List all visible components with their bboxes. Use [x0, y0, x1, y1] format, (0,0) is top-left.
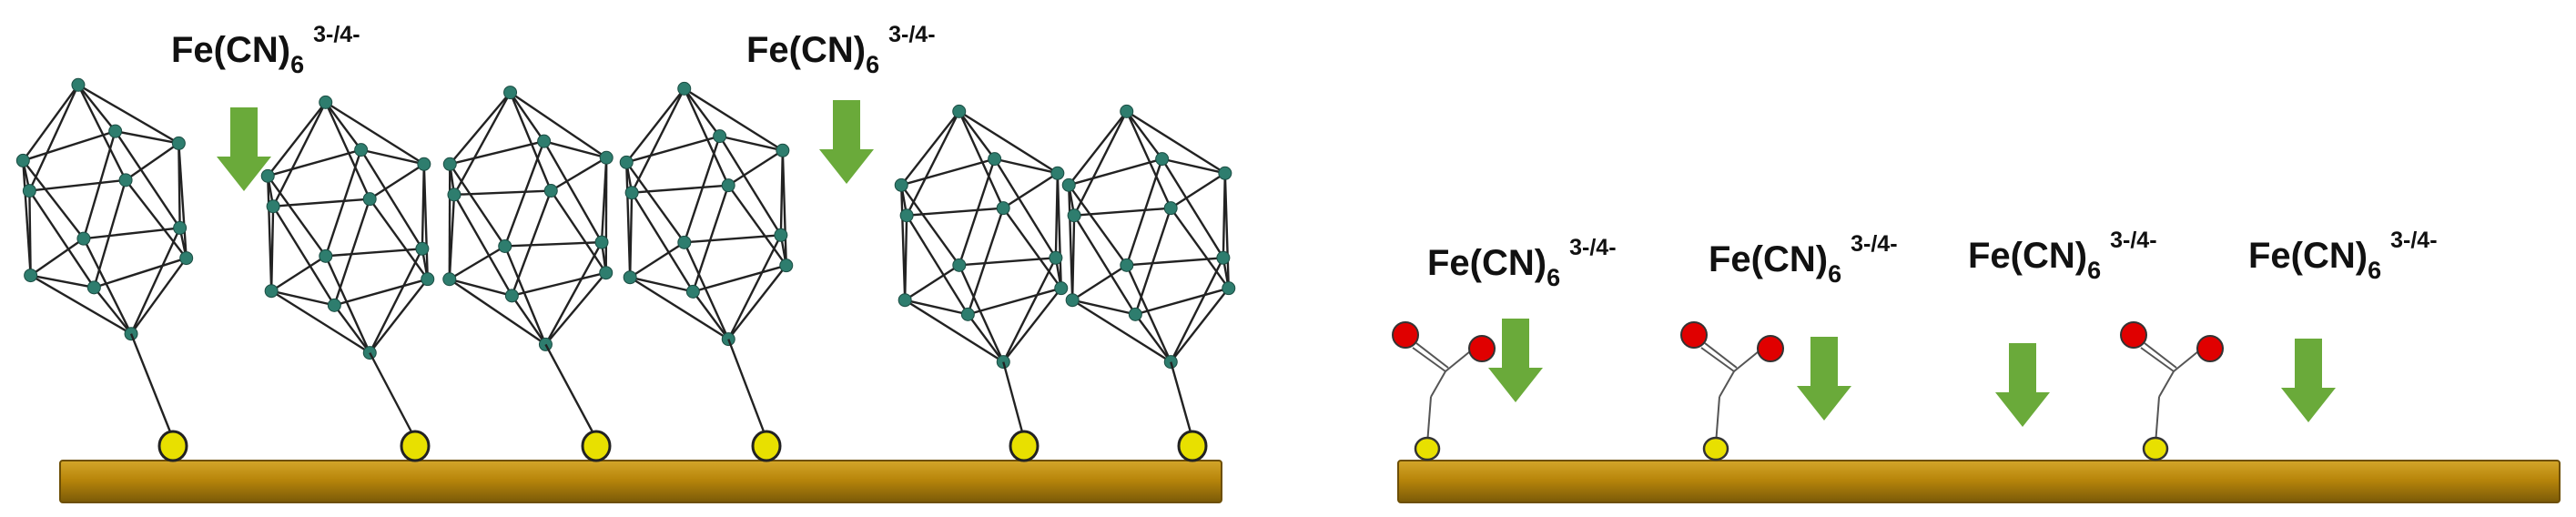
oxygen-atom: [1392, 321, 1419, 349]
anchor-atom: [400, 430, 431, 462]
carboxylate-molecule-icon: [1680, 321, 1784, 461]
down-arrow-icon: [1995, 343, 2050, 427]
left-cluster-layer: [15, 77, 1236, 462]
down-arrow-icon: [1797, 337, 1851, 421]
anchor-atom: [581, 430, 612, 462]
right-label-2: Fe(CN)63-/4-: [1709, 231, 1898, 288]
down-arrow-icon: [2281, 339, 2336, 422]
oxygen-atom: [2196, 335, 2224, 362]
oxygen-atom: [2120, 321, 2147, 349]
anchor-atom: [2142, 436, 2169, 461]
anchor-atom: [1702, 436, 1729, 461]
right-gold-substrate: [1397, 460, 2561, 503]
anchor-atom: [157, 430, 188, 462]
oxygen-atom: [1680, 321, 1708, 349]
down-arrow-icon: [217, 107, 271, 191]
anchor-atom: [1414, 436, 1441, 461]
icosahedral-cluster-icon: [1061, 104, 1236, 462]
arrow-layer: [217, 100, 2336, 427]
right-label-1: Fe(CN)63-/4-: [1427, 235, 1617, 291]
icosahedral-cluster-icon: [894, 104, 1069, 462]
oxygen-atom: [1757, 335, 1784, 362]
left-gold-substrate: [59, 460, 1222, 503]
anchor-atom: [1177, 430, 1208, 462]
oxygen-atom: [1468, 335, 1496, 362]
right-label-4: Fe(CN)63-/4-: [2248, 228, 2438, 284]
anchor-atom: [1009, 430, 1040, 462]
icosahedral-cluster-icon: [619, 81, 794, 462]
icosahedral-cluster-icon: [442, 86, 614, 462]
down-arrow-icon: [1488, 319, 1543, 402]
icosahedral-cluster-icon: [15, 77, 194, 462]
icosahedral-cluster-icon: [260, 95, 435, 462]
right-molecule-layer: [1392, 321, 2224, 461]
anchor-atom: [751, 430, 782, 462]
carboxylate-molecule-icon: [2120, 321, 2224, 461]
down-arrow-icon: [819, 100, 874, 184]
left-label-1: Fe(CN)63-/4-: [171, 22, 360, 78]
left-label-2: Fe(CN)63-/4-: [746, 22, 936, 78]
carboxylate-molecule-icon: [1392, 321, 1496, 461]
right-label-3: Fe(CN)63-/4-: [1968, 228, 2157, 284]
